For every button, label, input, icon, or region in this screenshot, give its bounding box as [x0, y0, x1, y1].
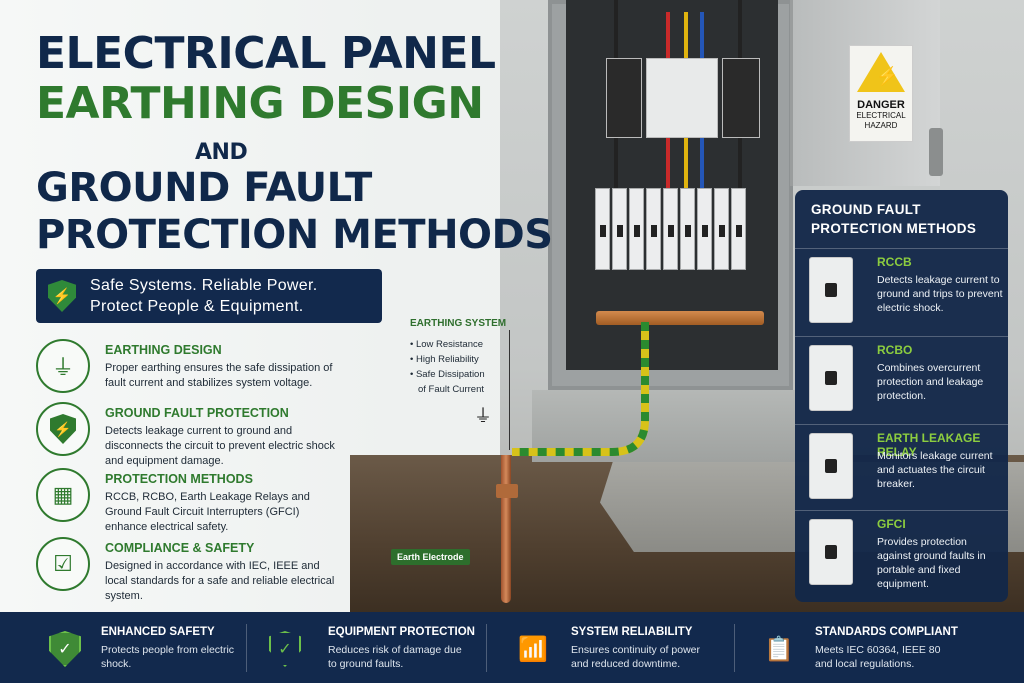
feature-text: Designed in accordance with IEC, IEEE an…: [105, 560, 335, 602]
feature-title: Ground Fault Protection: [105, 406, 289, 420]
benefit-title: Enhanced Safety: [101, 626, 215, 638]
benefit-text: Protects people from electric shock.: [101, 644, 235, 670]
method-name: Earth Leakage Relay: [877, 431, 981, 459]
ground-symbol-icon: ⏚: [474, 406, 492, 426]
title-line-3: and: [195, 140, 248, 165]
method-description: Provides protection against ground fault…: [877, 536, 986, 590]
annotation-item: • High Reliability: [410, 354, 479, 365]
feature-title: Protection Methods: [105, 472, 253, 486]
divider: [486, 624, 487, 672]
tagline-line-1: Safe Systems. Reliable Power.: [90, 277, 318, 294]
benefit-title: System Reliability: [571, 626, 693, 638]
mcb: [697, 188, 712, 270]
relay-device-icon: [809, 433, 853, 499]
title-line-2: Earthing Design: [36, 78, 484, 129]
earth-electrode-label: Earth Electrode: [391, 549, 470, 565]
benefit-text: Reduces risk of damage due to ground fau…: [328, 644, 462, 670]
annotation-item: • Safe Dissipation: [410, 369, 485, 380]
title-line-1: Electrical Panel: [36, 28, 496, 79]
mcb: [731, 188, 746, 270]
method-name: RCBO: [877, 343, 913, 357]
benefit-title: Standards Compliant: [815, 626, 958, 638]
benefit-text: Ensures continuity of power and reduced …: [571, 644, 700, 670]
circuit-board-icon: ▦: [36, 468, 90, 522]
tagline-line-2: Protect People & Equipment.: [90, 298, 304, 315]
benefit-title: Equipment Protection: [328, 626, 475, 638]
checklist-icon: ☑: [36, 537, 90, 591]
feature-title: Earthing Design: [105, 343, 222, 357]
feature-text: Detects leakage current to ground and di…: [105, 425, 335, 467]
annotation-line: [509, 330, 510, 450]
mcb: [629, 188, 644, 270]
feature-compliance-safety: ☑ Compliance & Safety Designed in accord…: [36, 537, 466, 602]
gfci-outlet-icon: [809, 519, 853, 585]
title-line-5: Protection Methods: [36, 212, 553, 258]
ground-symbol-icon: ⏚: [36, 339, 90, 393]
danger-sub-label: ELECTRICAL: [856, 111, 906, 120]
benefit-enhanced-safety: ✓ Enhanced Safety Protects people from e…: [0, 612, 246, 683]
method-name: GFCI: [877, 517, 906, 531]
method-earth-leakage-relay: Earth Leakage Relay Monitors leakage cur…: [795, 424, 1008, 508]
danger-label: DANGER: [857, 99, 905, 111]
earthing-system-title: Earthing System: [410, 318, 507, 329]
benefit-equipment-protection: ✓ Equipment Protection Reduces risk of d…: [246, 612, 486, 683]
main-breaker: [646, 58, 718, 138]
annotation-item: of Fault Current: [418, 384, 484, 395]
divider: [734, 624, 735, 672]
method-gfci: GFCI Provides protection against ground …: [795, 510, 1008, 594]
mcb: [595, 188, 610, 270]
mcb: [646, 188, 661, 270]
annotation-item: • Low Resistance: [410, 339, 484, 350]
method-description: Detects leakage current to ground and tr…: [877, 274, 1003, 314]
clipboard-check-icon: 📋: [764, 635, 794, 663]
card-title: Ground FaultProtection Methods: [811, 202, 977, 236]
benefit-standards-compliant: 📋 Standards Compliant Meets IEC 60364, I…: [734, 612, 1024, 683]
electrode-clamp: [496, 484, 518, 498]
mcb: [612, 188, 627, 270]
benefit-system-reliability: 📶 System Reliability Ensures continuity …: [486, 612, 734, 683]
method-rccb: RCCB Detects leakage current to ground a…: [795, 248, 1008, 332]
method-description: Monitors leakage current and actuates th…: [877, 450, 993, 490]
mcb: [714, 188, 729, 270]
benefit-text: Meets IEC 60364, IEEE 80 and local regul…: [815, 644, 941, 670]
feature-text: Proper earthing ensures the safe dissipa…: [105, 362, 333, 389]
module-right: [722, 58, 760, 138]
rccb-device-icon: [809, 257, 853, 323]
earthing-system-annotation: Earthing System • Low Resistance • High …: [410, 318, 506, 397]
benefits-bar: ✓ Enhanced Safety Protects people from e…: [0, 612, 1024, 683]
method-rcbo: RCBO Combines overcurrent protection and…: [795, 336, 1008, 420]
feature-earthing-design: ⏚ Earthing Design Proper earthing ensure…: [36, 339, 466, 399]
warning-triangle-icon: ⚡: [857, 52, 905, 92]
divider: [246, 624, 247, 672]
rcbo-device-icon: [809, 345, 853, 411]
mcb: [680, 188, 695, 270]
feature-title: Compliance & Safety: [105, 541, 255, 555]
tagline-banner: ⚡ Safe Systems. Reliable Power. Protect …: [36, 269, 382, 323]
danger-sub-label: HAZARD: [864, 121, 898, 130]
feature-ground-fault-protection: ⚡ Ground Fault Protection Detects leakag…: [36, 402, 466, 467]
mcb: [663, 188, 678, 270]
bar-chart-up-icon: 📶: [518, 635, 548, 663]
module-left: [606, 58, 642, 138]
earth-electrode-rod: [501, 455, 511, 603]
shield-bolt-icon: ⚡: [48, 280, 76, 312]
shield-check-outline-icon: ✓: [268, 630, 302, 668]
danger-sign: ⚡ DANGER ELECTRICAL HAZARD: [849, 45, 913, 142]
door-handle: [929, 128, 943, 176]
method-name: RCCB: [877, 255, 912, 269]
shield-check-icon: ✓: [48, 630, 82, 668]
title-line-4: Ground Fault: [36, 165, 372, 211]
method-description: Combines overcurrent protection and leak…: [877, 362, 984, 402]
shield-bolt-icon: ⚡: [36, 402, 90, 456]
feature-protection-methods: ▦ Protection Methods RCCB, RCBO, Earth L…: [36, 468, 466, 533]
protection-methods-card: Ground FaultProtection Methods RCCB Dete…: [795, 190, 1008, 602]
feature-text: RCCB, RCBO, Earth Leakage Relays and Gro…: [105, 491, 310, 533]
earth-busbar: [596, 311, 764, 325]
